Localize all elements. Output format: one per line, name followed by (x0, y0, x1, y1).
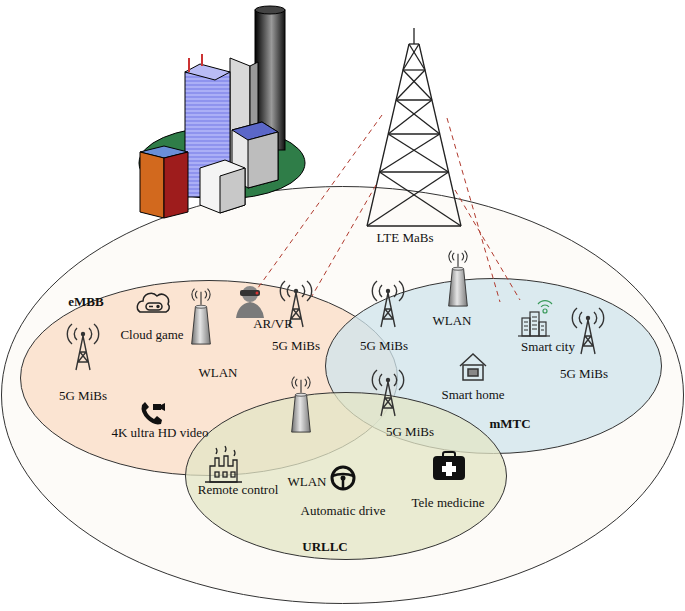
icon-label: WLAN (288, 475, 327, 489)
network-label: LTE MaBs (377, 231, 434, 245)
ellipse-outline (185, 392, 507, 560)
icon-label: Automatic drive (301, 504, 386, 518)
icon-label: WLAN (199, 366, 238, 380)
icon-label: Smart home (441, 388, 504, 402)
medical-kit-icon (433, 452, 465, 480)
scenario-title: eMBB (68, 295, 103, 309)
icon-label: WLAN (433, 314, 472, 328)
scenario-title: mMTC (489, 417, 530, 431)
coverage-ellipse: mMTC (325, 278, 662, 454)
icon-label: 5G MiBs (560, 367, 608, 381)
coverage-ellipse: URLLC (185, 392, 507, 560)
icon-label: Smart city (521, 340, 575, 354)
scenario-title: URLLC (302, 540, 348, 554)
icon-label: AR/VR (253, 317, 293, 331)
icon-label: Cloud game (120, 328, 183, 342)
icon-label: 5G MiBs (272, 339, 320, 353)
icon-label: 4K ultra HD video (111, 426, 208, 440)
icon-label: 5G MiBs (59, 389, 107, 403)
icon-label: Tele medicine (411, 496, 484, 510)
city-buildings (139, 6, 305, 218)
icon-label: 5G MiBs (360, 339, 408, 353)
icon-label: Remote control (198, 483, 279, 497)
icon-label: 5G MiBs (386, 425, 434, 439)
